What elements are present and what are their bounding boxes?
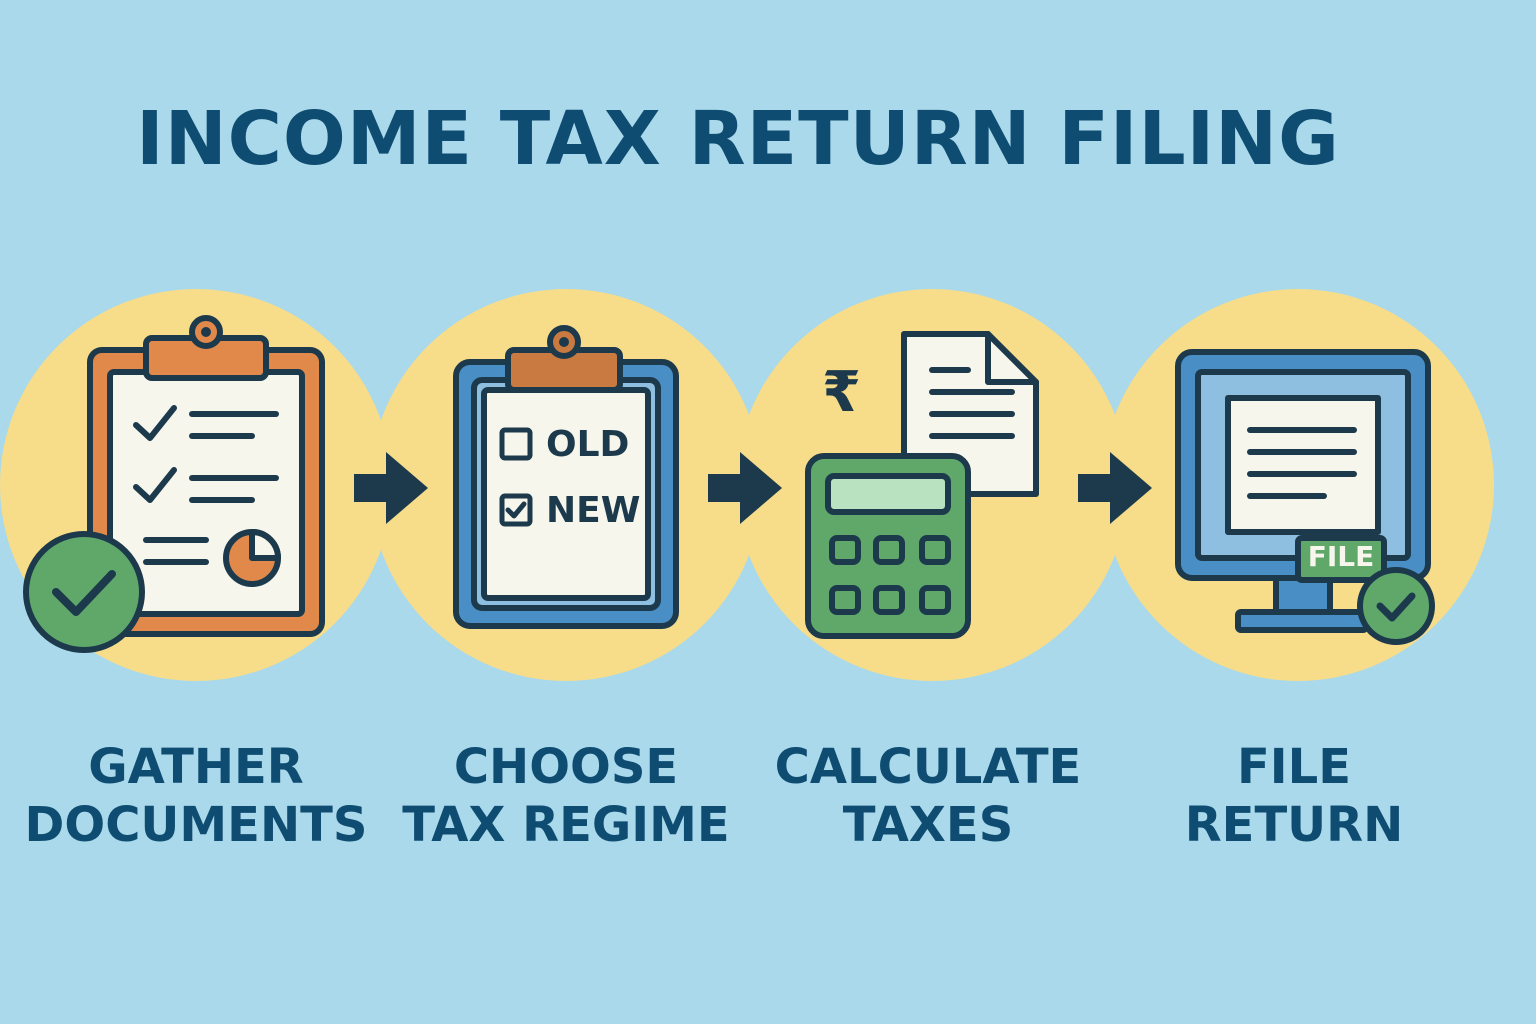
new-regime-option-label: NEW [546,490,641,531]
step-2-label-line-2: TAX REGIME [402,797,730,853]
step-1-label: GATHER DOCUMENTS [6,738,386,854]
step-3-label: CALCULATE TAXES [738,738,1118,854]
step-3-label-line-1: CALCULATE [774,739,1082,795]
arrow-right-icon [354,452,428,524]
calculator-icon [805,331,1039,639]
computer-monitor-icon [1175,349,1435,645]
step-4-label-line-1: FILE [1236,739,1352,795]
rupee-icon: ₹ [822,360,861,425]
old-regime-option-label: OLD [546,424,630,465]
step-4-label-line-2: RETURN [1184,797,1404,853]
step-1-label-line-2: DOCUMENTS [24,797,368,853]
old-regime-checkbox [499,427,533,461]
step-2-label-line-1: CHOOSE [453,739,679,795]
step-3-label-line-2: TAXES [842,797,1014,853]
page-title: INCOME TAX RETURN FILING [136,96,1340,182]
arrow-right-icon [1078,452,1152,524]
arrow-right-icon [708,452,782,524]
step-4-label: FILE RETURN [1104,738,1484,854]
file-badge-label: FILE [1307,540,1375,573]
clipboard-regime-icon [453,325,679,629]
clipboard-checklist-icon [23,315,325,653]
checkmark-icon [505,501,527,519]
step-2-label: CHOOSE TAX REGIME [376,738,756,854]
step-1-label-line-1: GATHER [88,739,304,795]
